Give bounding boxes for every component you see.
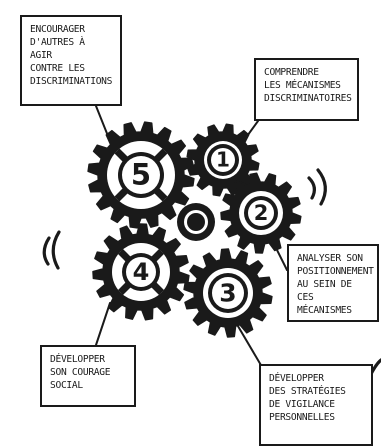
gear-4-hub-face xyxy=(126,257,156,287)
label-encourager: ENCOURAGER D'AUTRES À AGIR CONTRE LES DI… xyxy=(30,24,113,87)
motion-marks-left xyxy=(51,230,61,270)
connector-line-courage xyxy=(95,302,111,346)
gear-4-number: 4 xyxy=(133,258,150,286)
gear-2: 2 xyxy=(220,172,302,254)
gear-4: 4 xyxy=(92,223,190,321)
label-box-analyser: ANALYSER SON POSITIONNEMENT AU SEIN DE C… xyxy=(287,244,379,322)
label-box-vigilance: DÉVELOPPER DES STRATÉGIES DE VIGILANCE P… xyxy=(259,364,373,446)
gear-2-number: 2 xyxy=(254,201,269,225)
center-idle-gear xyxy=(177,203,215,241)
gear-5-number: 5 xyxy=(131,158,151,192)
label-courage: DÉVELOPPER SON COURAGE SOCIAL xyxy=(50,354,111,391)
gear-1: 1 xyxy=(186,123,260,197)
label-vigilance: DÉVELOPPER DES STRATÉGIES DE VIGILANCE P… xyxy=(269,373,346,423)
motion-marks-right xyxy=(307,176,316,200)
label-box-comprendre: COMPRENDRE LES MÉCANISMES DISCRIMINATOIR… xyxy=(254,58,359,121)
gears-layer: 5 1 2 4 3 xyxy=(87,121,302,338)
gear-5: 5 xyxy=(87,121,195,229)
gear-3: 3 xyxy=(183,248,273,338)
label-analyser: ANALYSER SON POSITIONNEMENT AU SEIN DE C… xyxy=(297,253,374,316)
gear-3-hub-face xyxy=(212,277,244,309)
gear-2-hub-face xyxy=(248,200,274,226)
gear-1-hub-face xyxy=(211,148,235,172)
gear-1-number: 1 xyxy=(216,148,230,172)
label-comprendre: COMPRENDRE LES MÉCANISMES DISCRIMINATOIR… xyxy=(264,67,352,104)
label-box-courage: DÉVELOPPER SON COURAGE SOCIAL xyxy=(40,345,136,407)
gear-5-hub-face xyxy=(122,156,160,194)
label-box-encourager: ENCOURAGER D'AUTRES À AGIR CONTRE LES DI… xyxy=(20,15,122,106)
gear-3-number: 3 xyxy=(219,278,236,307)
